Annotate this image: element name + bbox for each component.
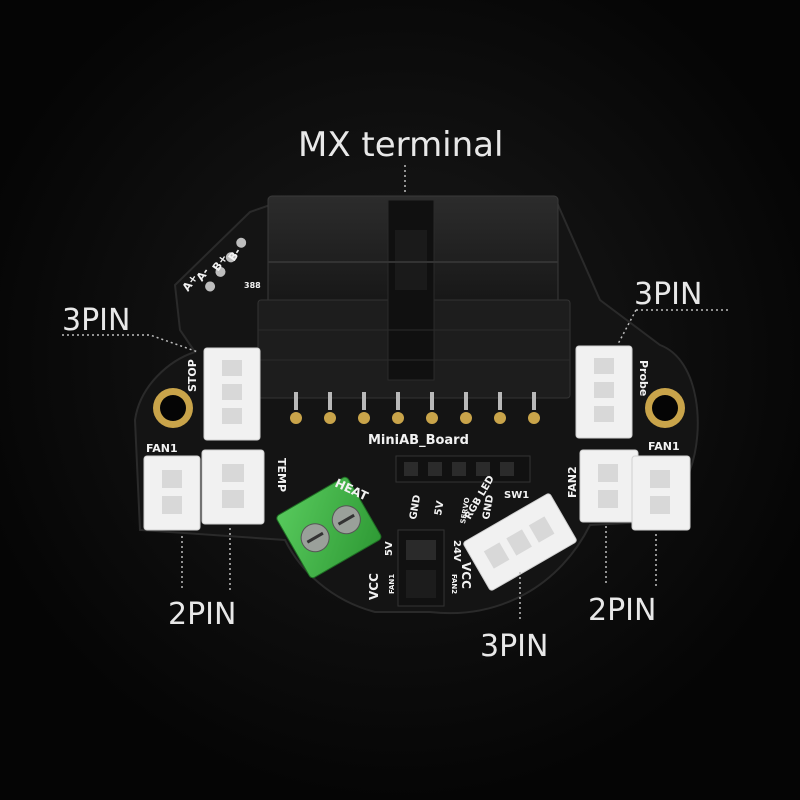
mx-terminal-callout: MX terminal [298, 125, 503, 165]
leader-right-3pin [617, 309, 728, 345]
stepper-pin-b-minus: B- [226, 246, 244, 264]
pin-header [395, 455, 531, 483]
left-2pin-callout: 2PIN [168, 597, 236, 632]
mounting-hole-right [645, 388, 685, 428]
heat-terminal-block [276, 476, 382, 579]
bottom-3pin-callout: 3PIN [480, 629, 548, 664]
rgb-led-connector [463, 493, 577, 591]
mx-terminal-pins [294, 392, 536, 410]
right-3pin-callout: 3PIN [634, 277, 702, 312]
temp-connector [201, 449, 265, 525]
24v-label: 24V [451, 540, 462, 562]
fan2-label: FAN2 [566, 466, 579, 498]
header-pin-5v: 5V [433, 500, 446, 517]
vcc-left-label: VCC [367, 573, 381, 600]
header-pin-gnd-1: GND [408, 494, 423, 520]
leader-left-3pin [62, 334, 199, 353]
mx-terminal-connector [257, 195, 571, 399]
mx-terminal-pin-pads [290, 412, 540, 424]
small-marking: 388 [244, 281, 261, 290]
header-pin-gnd-2: GND [481, 494, 496, 520]
fan-jumper-labels: VCC 5V FAN1 24V FAN2 VCC [367, 540, 473, 600]
fan1-jumper-label: FAN1 [388, 574, 396, 594]
header-pin-sw1: SW1 [504, 490, 529, 501]
stepper-pin-a-minus: A- [194, 266, 212, 284]
fan1-right-label: FAN1 [648, 440, 680, 453]
board-name: MiniAB_Board [368, 433, 469, 448]
mounting-hole-left [153, 388, 193, 428]
left-3pin-callout: 3PIN [62, 303, 130, 338]
right-2pin-callout: 2PIN [588, 593, 656, 628]
vcc-right-label: VCC [459, 562, 473, 589]
stop-connector [203, 347, 261, 441]
fan1-right-connector [631, 455, 691, 531]
stop-label: STOP [186, 359, 199, 392]
fan2-jumper-label: FAN2 [450, 574, 458, 594]
fan1-left-label: FAN1 [146, 442, 178, 455]
temp-label: TEMP [275, 458, 288, 492]
probe-label: Probe [637, 360, 650, 396]
fan1-left-connector [143, 455, 201, 531]
probe-connector [575, 345, 633, 439]
fan-jumper [397, 529, 445, 607]
callout-leaders [62, 165, 728, 620]
5v-label: 5V [384, 541, 395, 556]
fan2-connector [579, 449, 639, 523]
stepper-pads [205, 237, 247, 292]
